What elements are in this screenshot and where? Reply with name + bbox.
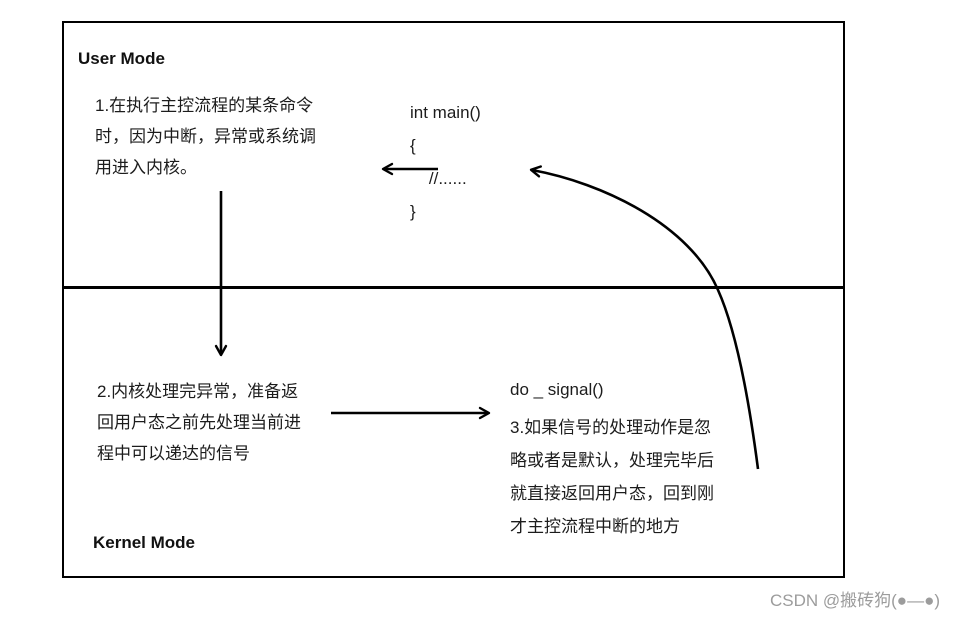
step3-text: 3.如果信号的处理动作是忽 略或者是默认，处理完毕后 就直接返回用户态，回到刚 … <box>510 418 714 536</box>
kernel-mode-label: Kernel Mode <box>93 533 196 552</box>
diagram-border <box>62 21 845 578</box>
main-code-block: int main() { //...... } <box>410 103 481 221</box>
watermark: CSDN @搬砖狗(●—●) <box>769 591 940 610</box>
mode-divider-line <box>62 286 845 289</box>
do-signal-label: do _ signal() <box>510 380 604 399</box>
step2-text: 2.内核处理完异常，准备返 回用户态之前先处理当前进 程中可以递达的信号 <box>97 382 301 463</box>
step1-text: 1.在执行主控流程的某条命令 时，因为中断，异常或系统调 用进入内核。 <box>95 96 316 177</box>
user-mode-label: User Mode <box>78 49 165 68</box>
